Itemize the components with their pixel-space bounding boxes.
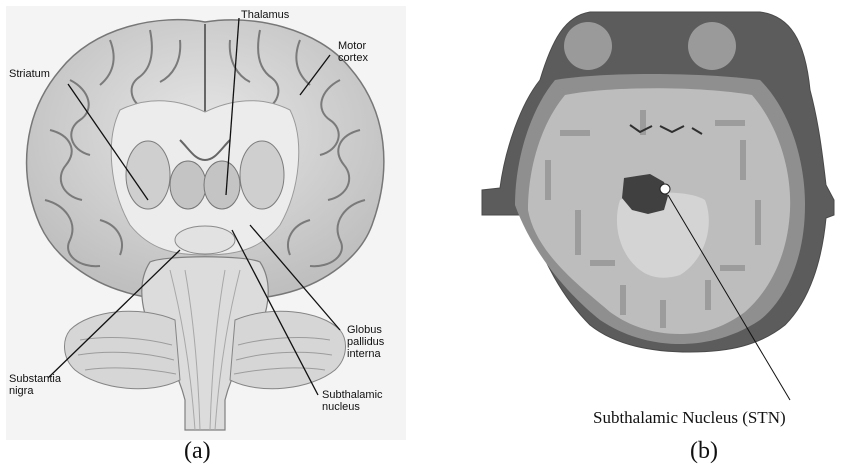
left-eye <box>564 22 612 70</box>
label-thalamus: Thalamus <box>241 9 289 21</box>
caption-panel-b: (b) <box>690 438 718 465</box>
caption-panel-a: (a) <box>184 438 211 465</box>
label-globus-line3: interna <box>347 348 381 360</box>
label-substantia-line2: nigra <box>9 385 33 397</box>
label-globus-line1: Globus <box>347 324 382 336</box>
label-subthalamic-line1: Subthalamic <box>322 389 383 401</box>
label-subthalamic-line2: nucleus <box>322 401 360 413</box>
label-motor-cortex-line2: cortex <box>338 52 368 64</box>
label-motor-cortex-line1: Motor <box>338 40 366 52</box>
label-stn: Subthalamic Nucleus (STN) <box>593 408 786 428</box>
label-substantia-line1: Substantia <box>9 373 61 385</box>
label-striatum: Striatum <box>9 68 50 80</box>
stn-marker <box>660 184 670 194</box>
right-eye <box>688 22 736 70</box>
label-globus-line2: pallidus <box>347 336 384 348</box>
